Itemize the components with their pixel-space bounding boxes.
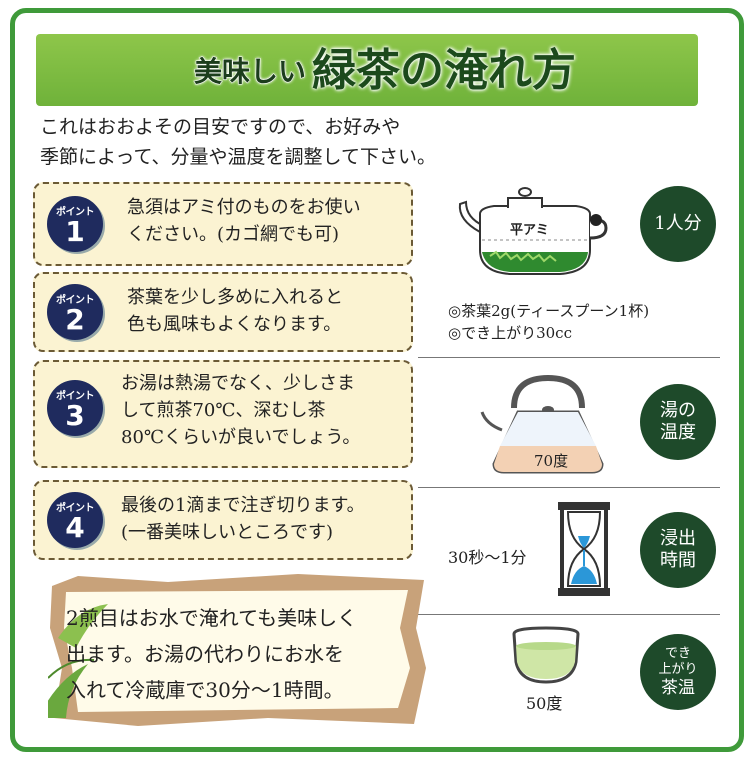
point-card-4: ポイント 4 最後の1滴まで注ぎ切ります。 (一番美味しいところです) bbox=[33, 480, 413, 560]
amount-yield: ◎でき上がり30cc bbox=[448, 324, 572, 342]
intro-line: 季節によって、分量や温度を調整して下さい。 bbox=[40, 146, 436, 168]
title-banner: 美味しい 緑茶の淹れ方 bbox=[36, 34, 698, 106]
hourglass-icon bbox=[558, 502, 610, 596]
point-text-2: 茶葉を少し多めに入れると 色も風味もよくなります。 bbox=[127, 284, 403, 338]
amount-tea-leaves: ◎茶葉2g(ティースプーン1杯) bbox=[448, 302, 650, 320]
badge-label: ポイント bbox=[56, 503, 95, 514]
circle-temperature: 湯の 温度 bbox=[640, 384, 716, 460]
point-text-4: 最後の1滴まで注ぎ切ります。 (一番美味しいところです) bbox=[121, 492, 403, 546]
badge-number: 4 bbox=[65, 511, 85, 544]
point-line: 最後の1滴まで注ぎ切ります。 bbox=[121, 495, 365, 516]
point-line: して煎茶70℃、深むし茶 bbox=[121, 400, 326, 421]
point-badge-2: ポイント 2 bbox=[47, 284, 103, 340]
point-badge-3: ポイント 3 bbox=[47, 380, 103, 436]
circle-amount-text: 1人分 bbox=[654, 213, 702, 234]
point-line: (一番美味しいところです) bbox=[121, 522, 334, 543]
circle-final-temperature: でき 上がり 茶温 bbox=[640, 634, 716, 710]
circle-line: 湯の bbox=[660, 400, 696, 421]
point-text-3: お湯は熱湯でなく、少しさま して煎茶70℃、深むし茶 80℃くらいが良いでしょう… bbox=[121, 370, 403, 451]
title-prefix: 美味しい bbox=[193, 55, 307, 89]
point-line: 色も風味もよくなります。 bbox=[127, 314, 342, 335]
badge-label: ポイント bbox=[56, 207, 95, 218]
circle-line: 茶温 bbox=[661, 678, 695, 698]
kettle-illustration: 70度 bbox=[480, 374, 604, 474]
circle-line: 浸出 bbox=[660, 528, 696, 549]
point-text-1: 急須はアミ付のものをお使い ください。(カゴ網でも可) bbox=[127, 194, 403, 248]
wooden-board bbox=[48, 574, 426, 726]
badge-label: ポイント bbox=[56, 295, 95, 306]
circle-line: 上がり bbox=[658, 662, 698, 677]
divider bbox=[418, 487, 720, 488]
divider bbox=[418, 357, 720, 358]
teapot-label: 平アミ bbox=[510, 223, 549, 238]
board-line: 出ます。お湯の代わりにお水を bbox=[66, 642, 344, 666]
badge-label: ポイント bbox=[56, 391, 95, 402]
point-line: ください。(カゴ網でも可) bbox=[127, 224, 340, 245]
badge-number: 1 bbox=[65, 215, 85, 248]
circle-line: 時間 bbox=[660, 550, 696, 571]
circle-steep-time: 浸出 時間 bbox=[640, 512, 716, 588]
final-temperature-label: 50度 bbox=[526, 694, 563, 713]
point-card-2: ポイント 2 茶葉を少し多めに入れると 色も風味もよくなります。 bbox=[33, 272, 413, 352]
page-title: 緑茶の淹れ方 bbox=[312, 45, 577, 96]
point-line: お湯は熱湯でなく、少しさま bbox=[121, 373, 355, 394]
board-line: 2煎目はお水で淹れても美味しく bbox=[66, 606, 358, 630]
point-badge-4: ポイント 4 bbox=[47, 492, 103, 548]
intro-line: これはおおよその目安ですので、お好みや bbox=[40, 116, 401, 138]
circle-amount: 1人分 bbox=[640, 186, 716, 262]
badge-number: 3 bbox=[65, 399, 85, 432]
point-line: 茶葉を少し多めに入れると bbox=[127, 287, 343, 308]
teapot-illustration: 平アミ bbox=[458, 187, 608, 275]
steep-time-label: 30秒〜1分 bbox=[448, 548, 527, 567]
second-brew-note: 2煎目はお水で淹れても美味しく 出ます。お湯の代わりにお水を 入れて冷蔵庫で30… bbox=[66, 600, 426, 708]
point-card-3: ポイント 3 お湯は熱湯でなく、少しさま して煎茶70℃、深むし茶 80℃くらい… bbox=[33, 360, 413, 468]
circle-line: 温度 bbox=[660, 422, 696, 443]
intro-text: これはおおよその目安ですので、お好みや 季節によって、分量や温度を調整して下さい… bbox=[40, 112, 560, 172]
point-card-1: ポイント 1 急須はアミ付のものをお使い ください。(カゴ網でも可) bbox=[33, 182, 413, 266]
circle-line: でき bbox=[664, 646, 691, 661]
badge-number: 2 bbox=[65, 303, 85, 336]
divider bbox=[418, 614, 720, 615]
point-line: 急須はアミ付のものをお使い bbox=[127, 197, 361, 218]
point-line: 80℃くらいが良いでしょう。 bbox=[121, 427, 361, 448]
point-badge-1: ポイント 1 bbox=[47, 196, 103, 252]
board-line: 入れて冷蔵庫で30分〜1時間。 bbox=[66, 678, 344, 702]
teacup-illustration bbox=[512, 626, 580, 684]
kettle-label: 70度 bbox=[534, 452, 568, 470]
